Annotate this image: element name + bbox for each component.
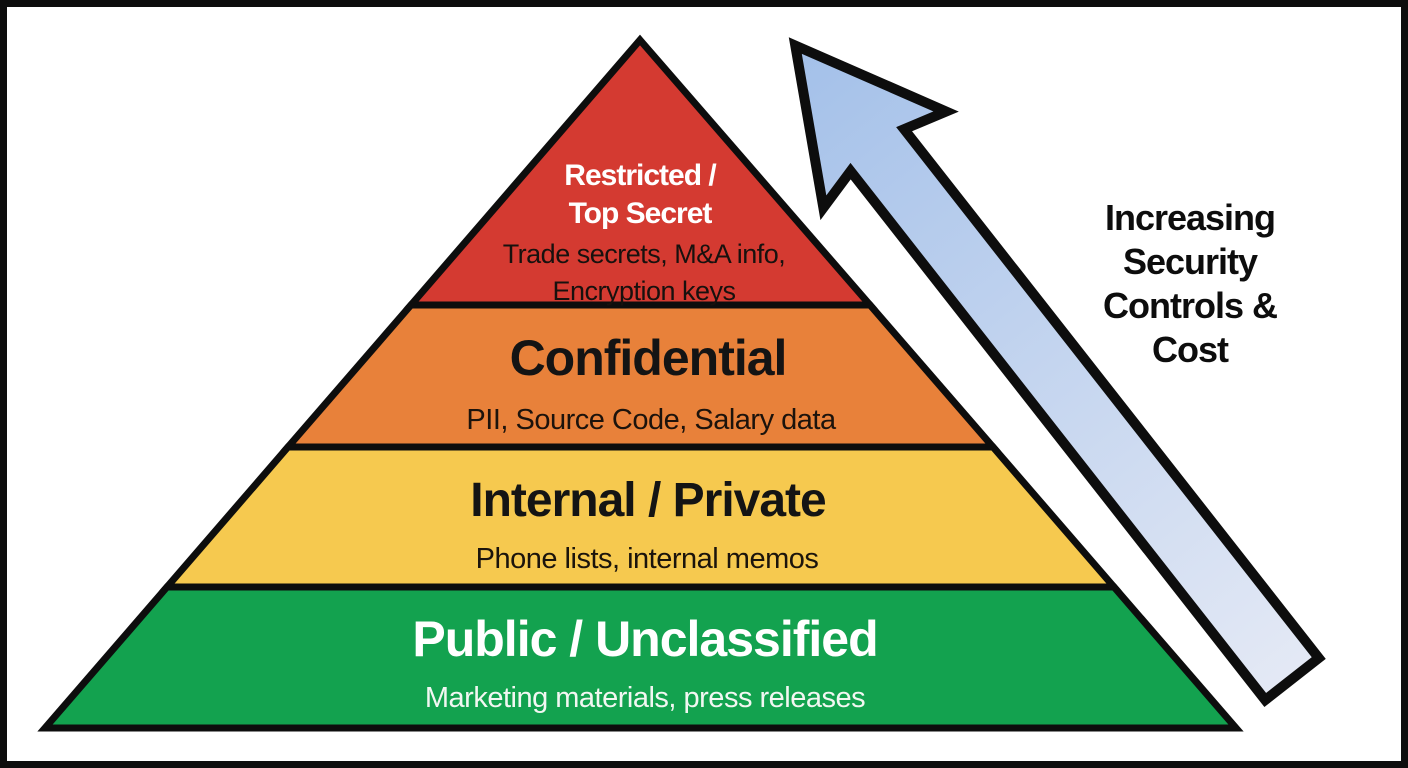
arrow-caption: Increasing Security Controls & Cost: [1103, 197, 1278, 370]
tier-examples-internal: Phone lists, internal memos: [475, 543, 819, 575]
security-arrow-group: [788, 37, 1326, 707]
pyramid-and-arrow-graphic: [37, 34, 1326, 732]
tier-examples-public: Marketing materials, press releases: [424, 682, 866, 714]
pyramid-tier-public: [37, 583, 1244, 732]
tier-label-confidential: Confidential: [509, 330, 788, 386]
tier-label-internal: Internal / Private: [470, 474, 826, 527]
tier-examples-restricted: Trade secrets, M&A info, Encryption keys: [502, 239, 786, 306]
up-arrow-icon: [788, 37, 1326, 707]
tier-label-public: Public / Unclassified: [412, 611, 878, 667]
tier-label-restricted: Restricted / Top Secret: [564, 159, 716, 230]
tier-examples-confidential: PII, Source Code, Salary data: [466, 404, 836, 436]
